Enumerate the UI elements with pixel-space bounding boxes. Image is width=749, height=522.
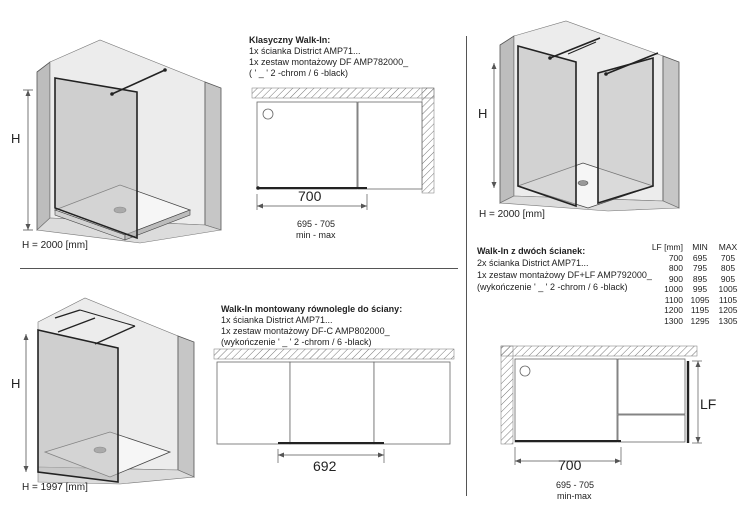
width-range-label: min - max — [296, 230, 336, 240]
table-row: 900 895 905 — [643, 274, 742, 285]
table-cell: 1295 — [690, 315, 710, 326]
table-cell: 1100 — [664, 294, 683, 305]
table-header-row: LF [mm] MIN MAX — [643, 242, 742, 253]
vertical-divider — [466, 36, 467, 496]
h-label: H — [11, 131, 21, 146]
spec-line-1: 1x ścianka District AMP71... — [221, 315, 333, 325]
table-cell: 1305 — [718, 315, 738, 326]
spec-line-3: (wykończenie ' _ ' 2 -chrom / 6 -black) — [221, 337, 372, 347]
h-label: H — [11, 376, 21, 391]
spec-line-2: 1x zestaw montażowy DF AMP782000_ — [249, 57, 409, 67]
width-range: 695 - 705 — [297, 219, 336, 229]
table-cell: 900 — [668, 273, 683, 284]
plan-view-top-middle — [251, 87, 435, 210]
width-range: 695 - 705 — [556, 480, 595, 490]
walk-in-3d-drawing-bottom-left — [23, 297, 196, 485]
horizontal-divider — [20, 268, 458, 269]
table-cell: 700 — [668, 252, 683, 263]
table-cell: 1205 — [718, 305, 738, 315]
table-row: 700 695 705 — [643, 253, 742, 264]
height-caption: H = 1997 [mm] — [22, 482, 88, 493]
spec-line-2: 1x zestaw montażowy DF-C AMP802000_ — [221, 326, 390, 336]
table-cell: 695 — [692, 252, 708, 263]
table-row: 800 795 805 — [643, 263, 742, 274]
width-dimension: 700 — [558, 457, 582, 473]
width-dimension: 692 — [313, 458, 337, 474]
width-dimension: 700 — [298, 188, 322, 204]
table-cell: 1000 — [664, 284, 683, 294]
table-cell: 795 — [692, 263, 708, 273]
table-header-cell: MIN — [692, 242, 708, 252]
table-header-cell: MAX — [718, 242, 738, 252]
table-header-cell: LF [mm] — [651, 242, 683, 252]
walk-in-3d-drawing-top-right — [491, 20, 680, 212]
lf-size-table: LF [mm] MIN MAX 700 695 705 800 795 805 … — [643, 242, 742, 326]
height-caption: H = 2000 [mm] — [479, 209, 545, 220]
spec-line-3: (wykończenie ' _ ' 2 -chrom / 6 -black) — [477, 282, 628, 292]
height-caption: H = 2000 [mm] — [22, 240, 88, 251]
table-row: 1200 1195 1205 — [643, 305, 742, 316]
spec-line-1: 1x ścianka District AMP71... — [249, 46, 361, 56]
table-cell: 800 — [668, 263, 683, 273]
table-cell: 1005 — [718, 284, 738, 294]
lf-label: LF — [700, 396, 717, 412]
plan-view-bottom-right — [500, 345, 702, 465]
table-cell: 705 — [720, 252, 736, 263]
spec-line-2: 1x zestaw montażowy DF+LF AMP792000_ — [477, 270, 652, 280]
plan-view-bottom-middle — [213, 348, 455, 463]
table-cell: 1095 — [690, 294, 710, 305]
walk-in-3d-drawing-top-left — [23, 39, 222, 244]
section-title: Walk-In z dwóch ścianek: — [477, 246, 586, 256]
table-cell: 805 — [720, 263, 736, 273]
width-range-label: min-max — [557, 491, 592, 501]
table-cell: 1200 — [664, 305, 683, 315]
section-title: Walk-In montowany równolegle do ściany: — [221, 304, 403, 314]
section-title: Klasyczny Walk-In: — [249, 35, 331, 45]
spec-line-1: 2x ścianka District AMP71... — [477, 258, 589, 268]
table-cell: 995 — [692, 284, 708, 294]
table-row: 1100 1095 1105 — [643, 295, 742, 306]
table-cell: 905 — [720, 273, 736, 284]
table-cell: 1195 — [690, 305, 710, 315]
spec-line-3: ( ' _ ' 2 -chrom / 6 -black) — [249, 68, 348, 78]
h-label: H — [478, 106, 488, 121]
table-cell: 1300 — [664, 315, 683, 326]
table-cell: 1105 — [718, 294, 738, 305]
table-cell: 895 — [692, 273, 708, 284]
table-row: 1300 1295 1305 — [643, 316, 742, 327]
table-row: 1000 995 1005 — [643, 284, 742, 295]
